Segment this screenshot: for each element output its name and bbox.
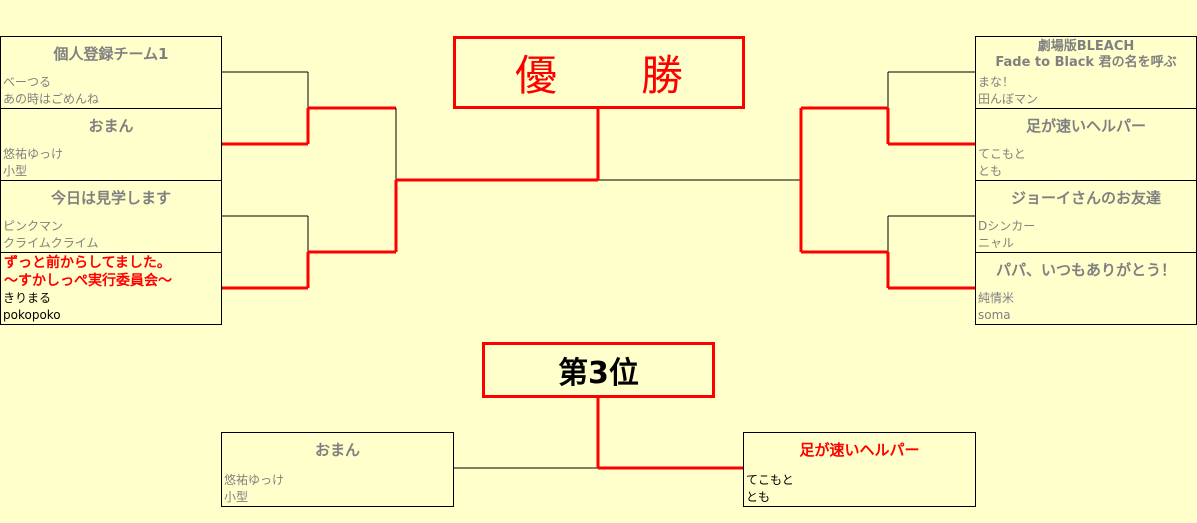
team-member: あの時はごめんね <box>3 92 100 106</box>
team-member: てこもと <box>746 473 794 487</box>
team-member: 田んぼマン <box>978 92 1039 106</box>
team-member: とも <box>746 490 771 504</box>
team-member: pokopoko <box>3 308 61 322</box>
team-name: 足が速いヘルパー <box>799 441 920 459</box>
third-place-label: 第3位 <box>558 356 639 391</box>
team-box[interactable]: 足が速いヘルパーてこもととも <box>743 432 976 507</box>
team-name: 今日は見学します <box>50 189 171 207</box>
team-box[interactable]: ジョーイさんのお友達 Dシンカーニャル <box>975 180 1197 253</box>
team-name: 個人登録チーム1 <box>53 45 169 63</box>
team-member: まな！ <box>978 75 1015 89</box>
team-member: 小型 <box>3 164 28 178</box>
team-box[interactable]: 劇場版BLEACH Fade to Black 君の名を呼ぶまな！ 田んぼマン <box>975 36 1197 109</box>
team-member: Dシンカー <box>978 219 1036 233</box>
team-member: とも <box>978 164 1003 178</box>
champion-title-box: 優 勝 <box>453 36 745 109</box>
team-box[interactable]: 今日は見学しますピンクマンクライムクライム <box>0 180 222 253</box>
team-name: 劇場版BLEACH Fade to Black 君の名を呼ぶ <box>995 39 1177 70</box>
team-member: ピンクマン <box>3 219 64 233</box>
team-box[interactable]: 足が速いヘルパーてこもととも <box>975 108 1197 181</box>
team-member: クライムクライム <box>3 236 99 250</box>
team-name: おまん <box>88 117 134 135</box>
team-member: てこもと <box>978 147 1026 161</box>
team-box[interactable]: ずっと前からしてました。 ～すかしっぺ実行委員会～ きりまる pokopoko <box>0 252 222 325</box>
team-member: soma <box>978 308 1011 322</box>
team-member: きりまる <box>3 291 52 305</box>
team-member: ニャル <box>978 236 1015 250</box>
team-name: パパ、いつもありがとう！ <box>995 261 1176 279</box>
team-box[interactable]: パパ、いつもありがとう！ 純情米 soma <box>975 252 1197 325</box>
team-name: ずっと前からしてました。 ～すかしっぺ実行委員会～ <box>4 255 172 289</box>
team-box[interactable]: おまん悠祐ゆっけ小型 <box>221 432 454 507</box>
team-name: おまん <box>314 441 360 459</box>
champion-label: 優 勝 <box>514 51 683 100</box>
team-member: べーつる <box>3 75 52 89</box>
team-member: 悠祐ゆっけ <box>224 473 285 487</box>
team-name: 足が速いヘルパー <box>1025 117 1146 135</box>
third-place-title-box: 第3位 <box>482 342 715 398</box>
team-member: 小型 <box>224 490 249 504</box>
team-member: 純情米 <box>978 291 1015 305</box>
team-box[interactable]: おまん悠祐ゆっけ小型 <box>0 108 222 181</box>
team-name: ジョーイさんのお友達 <box>1010 189 1161 207</box>
team-member: 悠祐ゆっけ <box>3 147 64 161</box>
